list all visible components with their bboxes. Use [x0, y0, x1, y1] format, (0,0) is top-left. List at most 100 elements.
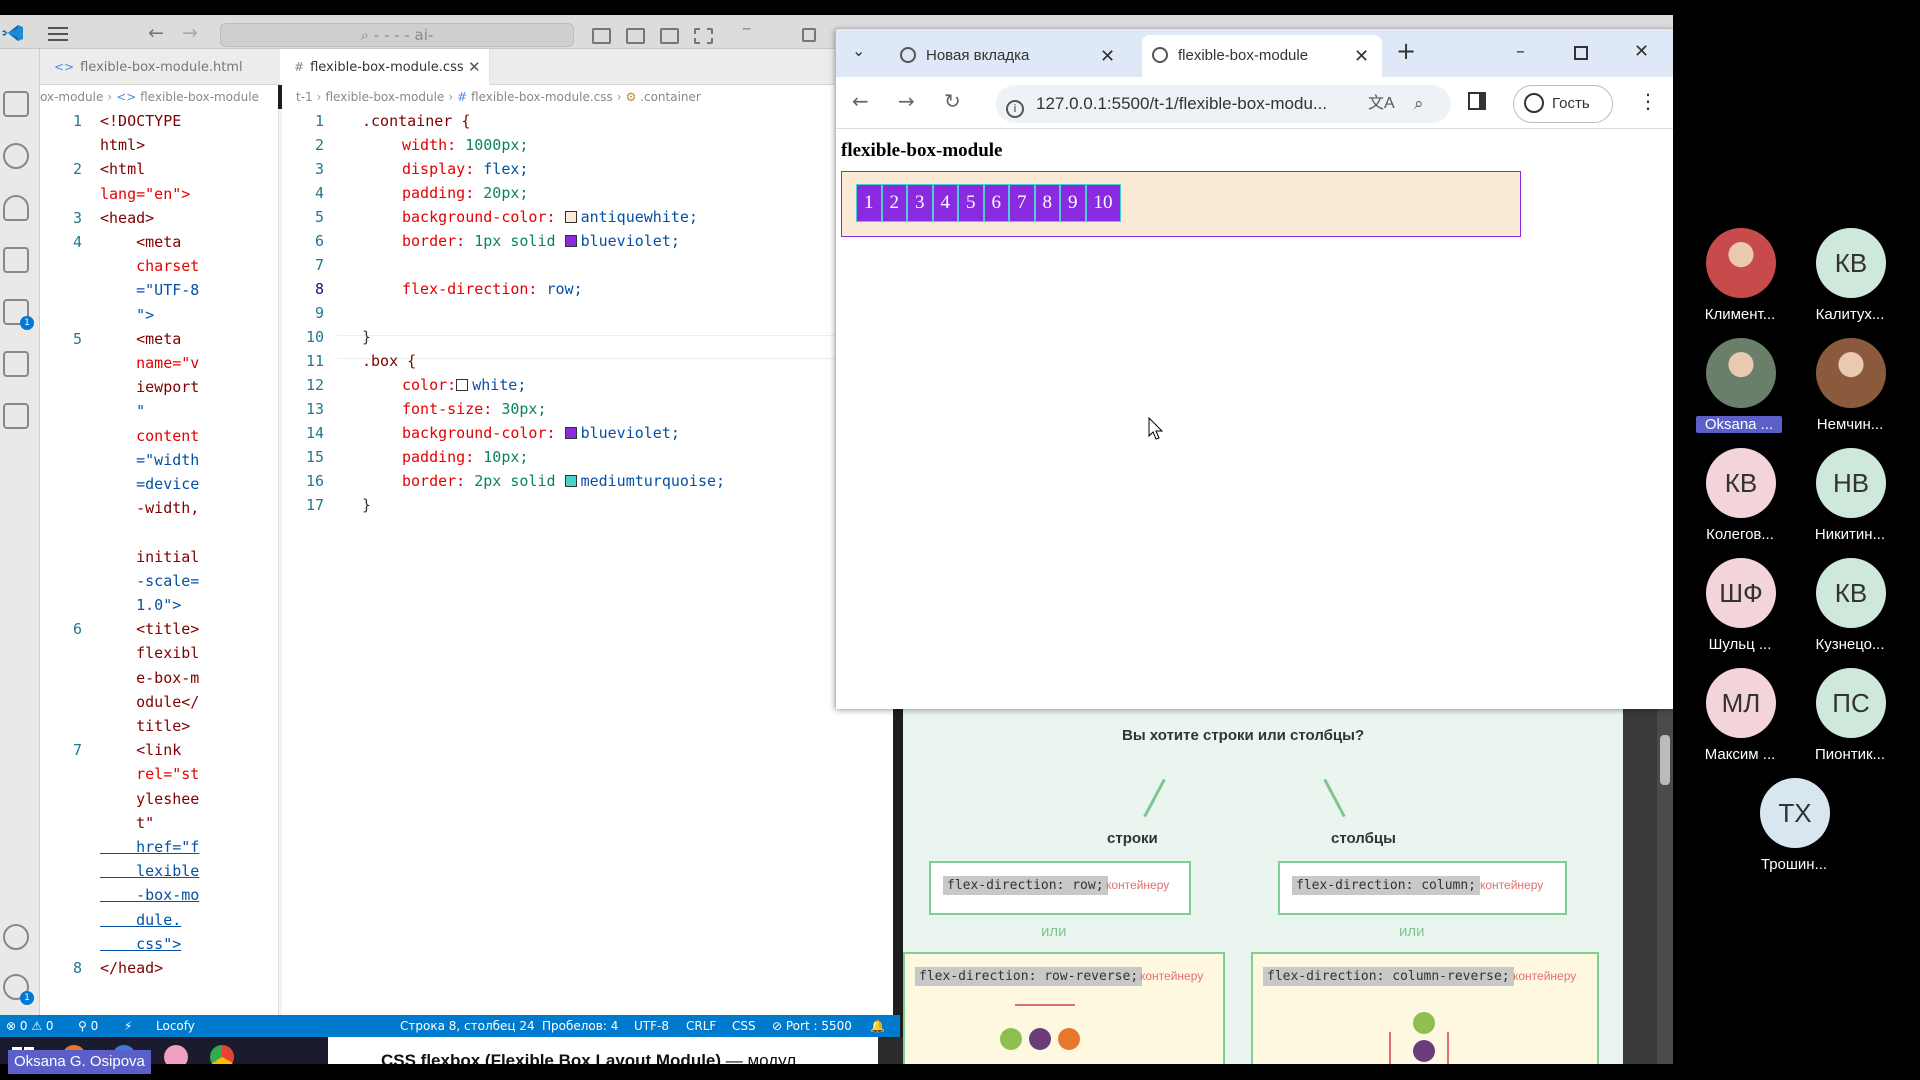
search-icon[interactable] [3, 143, 29, 169]
color-swatch[interactable] [564, 235, 577, 247]
menu-kebab-icon[interactable]: ⋮ [1638, 89, 1658, 113]
code-line-16: border: 2px solid mediumturquoise; [402, 472, 726, 490]
or-label: или [1399, 923, 1425, 940]
participant-tile[interactable]: Немчин... [1794, 338, 1906, 438]
pane-splitter[interactable] [278, 109, 282, 1015]
forward-arrow-icon[interactable]: → [898, 89, 915, 113]
close-window-icon[interactable]: ✕ [1634, 41, 1650, 62]
command-center-search[interactable]: ⌕ - - - - ai- [220, 23, 574, 47]
reload-icon[interactable]: ↻ [944, 89, 961, 113]
side-panel-icon[interactable] [1468, 92, 1486, 110]
live-share-icon[interactable] [3, 351, 29, 377]
gear-icon[interactable]: 1 [3, 974, 34, 1005]
color-swatch[interactable] [564, 427, 577, 439]
encoding-status[interactable]: UTF-8 [634, 1019, 669, 1033]
minimize-icon[interactable]: – [742, 17, 752, 39]
html-code-line: </head> [100, 959, 164, 977]
indent-status[interactable]: Пробелов: 4 [542, 1019, 619, 1033]
problems-status[interactable]: ⊗ 0 ⚠ 0 [6, 1019, 54, 1033]
toggle-sidebar-icon[interactable] [592, 28, 611, 44]
line-number: 8 [72, 959, 82, 977]
participant-tile[interactable]: Климент... [1684, 228, 1796, 328]
chrome-icon[interactable] [210, 1045, 234, 1064]
breadcrumb-css[interactable]: t-1›flexible-box-module›# flexible-box-m… [282, 85, 893, 109]
locofy-status[interactable]: Locofy [156, 1019, 195, 1033]
participant-avatar: ШФ [1706, 558, 1776, 628]
toggle-secondary-sidebar-icon[interactable] [660, 28, 679, 44]
line-number: 8 [314, 280, 324, 298]
html-code-line: html> [100, 136, 146, 155]
close-icon[interactable]: ✕ [1100, 46, 1116, 66]
tab-html-file[interactable]: <>flexible-box-module.html [40, 49, 245, 85]
tab-search-icon[interactable]: ⌄ [852, 41, 866, 60]
participant-tile[interactable]: Oksana ... [1684, 338, 1796, 438]
profile-button[interactable]: Гость [1513, 85, 1613, 123]
source-control-icon[interactable] [3, 195, 29, 221]
breadcrumb-item[interactable]: ox-module [40, 90, 104, 104]
close-icon[interactable]: ✕ [468, 58, 481, 76]
app-icon[interactable] [164, 1045, 188, 1064]
toggle-panel-icon[interactable] [626, 28, 645, 44]
document-scroll-thumb[interactable] [1660, 735, 1670, 785]
sync-icon[interactable]: ⚡ [124, 1019, 133, 1033]
participant-name: Калитух... [1815, 306, 1885, 323]
menu-icon[interactable] [48, 27, 68, 45]
customize-layout-icon[interactable] [694, 28, 713, 44]
back-arrow-icon[interactable]: ← [852, 89, 869, 113]
new-tab-button[interactable]: + [1396, 37, 1417, 65]
back-arrow-icon[interactable]: ← [148, 22, 164, 44]
accounts-icon[interactable] [3, 924, 29, 950]
tab-css-file[interactable]: #flexible-box-module.css✕ [280, 49, 490, 85]
color-swatch[interactable] [564, 211, 577, 223]
breadcrumb-item[interactable]: flexible-box-module [140, 90, 259, 104]
color-swatch[interactable] [456, 379, 469, 391]
html-code-line: charset [100, 257, 200, 276]
cursor-position-status[interactable]: Строка 8, столбец 24 [400, 1019, 535, 1033]
breadcrumb-item[interactable]: flexible-box-module [325, 90, 445, 104]
color-swatch[interactable] [564, 475, 577, 487]
html-code-line: <head> [100, 208, 155, 227]
site-info-icon[interactable]: i [1006, 100, 1024, 118]
browser-tab-active[interactable]: flexible-box-module✕ [1142, 35, 1382, 77]
html-code-line: <title> [100, 620, 200, 639]
explorer-icon[interactable] [3, 91, 29, 117]
breadcrumb-item[interactable]: t-1 [296, 90, 313, 104]
globe-icon [900, 47, 916, 63]
extensions-icon[interactable]: 1 [3, 299, 34, 330]
line-number: 1 [72, 112, 82, 130]
maximize-icon[interactable] [802, 28, 816, 42]
browser-tab-new[interactable]: Новая вкладка✕ [890, 35, 1130, 77]
eol-status[interactable]: CRLF [686, 1019, 717, 1033]
html-code-line: -scale= [100, 571, 200, 590]
line-number: 11 [305, 352, 324, 370]
html-code-line: lang="en"> [100, 184, 191, 203]
breadcrumb-item[interactable]: flexible-box-module.css [471, 90, 613, 104]
flex-box-item: 6 [983, 184, 1009, 222]
bell-icon[interactable]: 🔔 [870, 1019, 885, 1033]
minimize-icon[interactable]: – [1516, 41, 1525, 62]
breadcrumb-item[interactable]: .container [640, 90, 701, 104]
language-status[interactable]: CSS [732, 1019, 756, 1033]
translate-icon[interactable]: 文A [1368, 95, 1395, 112]
forward-arrow-icon[interactable]: → [182, 22, 198, 44]
maximize-icon[interactable] [1574, 46, 1588, 60]
ports-status[interactable]: ⚲ 0 [78, 1019, 99, 1033]
breadcrumb-html[interactable]: ox-module›<> flexible-box-module [40, 85, 278, 109]
remote-explorer-icon[interactable] [3, 403, 29, 429]
close-icon[interactable]: ✕ [1354, 46, 1370, 66]
css-file-icon: # [294, 60, 305, 74]
run-debug-icon[interactable] [3, 247, 29, 273]
live-server-port-status[interactable]: ⊘ Port : 5500 [772, 1019, 852, 1033]
zoom-icon[interactable]: ⌕ [1414, 94, 1424, 113]
